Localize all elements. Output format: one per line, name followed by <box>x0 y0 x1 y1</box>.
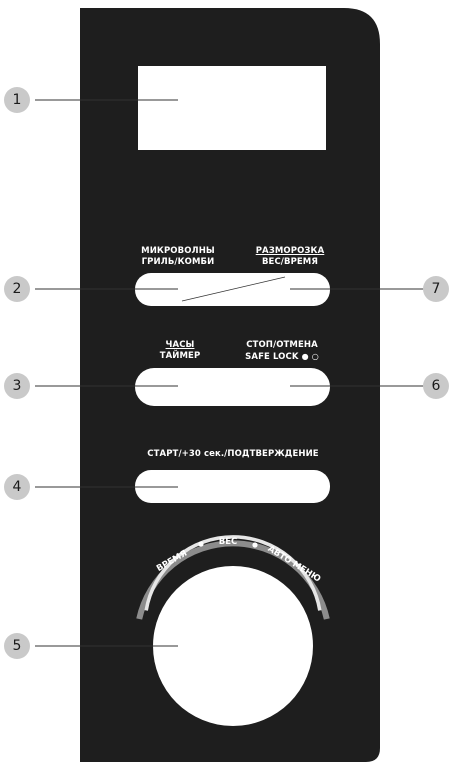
callout-7: 7 <box>423 276 449 302</box>
defrost-label-line2: ВЕС/ВРЕМЯ <box>261 257 319 267</box>
mode-label-line1: МИКРОВОЛНЫ <box>141 246 215 256</box>
clock-label-line2: ТАЙМЕР <box>159 351 201 361</box>
clock-label-line1: ЧАСЫ <box>165 340 195 350</box>
callout-1: 1 <box>4 87 30 113</box>
defrost-label-line1: РАЗМОРОЗКА <box>255 246 325 256</box>
callout-5: 5 <box>4 633 30 659</box>
child-lock-icon: ○ <box>311 352 319 361</box>
callout-2: 2 <box>4 276 30 302</box>
dial-dot-right <box>252 542 258 548</box>
stop-label-line2: SAFE LOCK <box>245 352 299 362</box>
stop-label-line2-wrap: SAFE LOCK ● ○ <box>232 351 332 363</box>
mode-label: МИКРОВОЛНЫ ГРИЛЬ/КОМБИ <box>128 246 228 268</box>
start-button[interactable] <box>135 470 330 503</box>
lock-icon: ● <box>301 352 309 361</box>
clock-stop-button[interactable] <box>135 368 330 406</box>
clock-label: ЧАСЫ ТАЙМЕР <box>135 340 225 362</box>
button-split-line <box>181 276 286 302</box>
stop-label-line1: СТОП/ОТМЕНА <box>246 340 318 350</box>
stop-label: СТОП/ОТМЕНА SAFE LOCK ● ○ <box>232 340 332 363</box>
defrost-label: РАЗМОРОЗКА ВЕС/ВРЕМЯ <box>240 246 340 268</box>
start-label: СТАРТ/+30 сек./ПОДТВЕРЖДЕНИЕ <box>128 449 338 460</box>
callout-3: 3 <box>4 373 30 399</box>
start-label-line1: СТАРТ/+30 сек./ПОДТВЕРЖДЕНИЕ <box>147 449 319 459</box>
callout-6: 6 <box>423 373 449 399</box>
display-screen <box>138 66 326 150</box>
mode-label-line2: ГРИЛЬ/КОМБИ <box>141 257 215 267</box>
dial-label-weight: ВЕС <box>219 537 238 547</box>
selector-dial[interactable] <box>153 566 313 726</box>
dial-white-arc <box>144 535 322 611</box>
dial-dot-left <box>198 541 204 547</box>
callout-4: 4 <box>4 474 30 500</box>
